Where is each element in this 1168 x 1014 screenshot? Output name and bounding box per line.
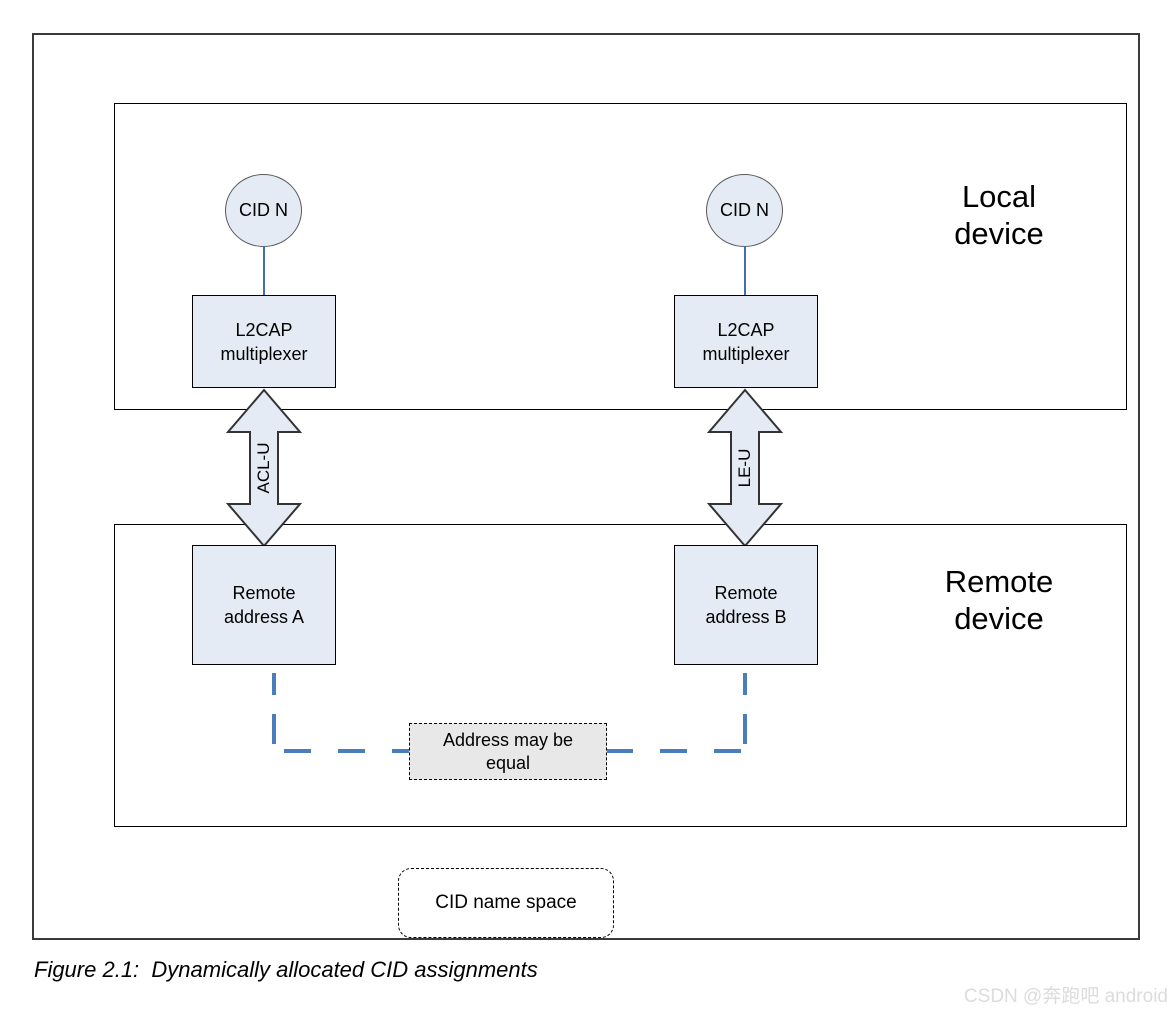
l2cap-multiplexer-right: L2CAP multiplexer [674, 295, 818, 388]
local-device-container [114, 103, 1127, 410]
figure-caption: Figure 2.1: Dynamically allocated CID as… [34, 957, 538, 982]
cid-name-space-legend: CID name space [398, 868, 614, 938]
remote-device-container [114, 524, 1127, 827]
remote-address-b-box: Remote address B [674, 545, 818, 665]
figure-outer-frame: Local device Remote device CID N L2CAP m… [32, 33, 1140, 940]
le-u-label: LE-U [735, 448, 754, 488]
equality-connector-segment-a2 [272, 714, 276, 744]
equality-connector-segment-a1 [272, 673, 276, 695]
cid-to-multiplexer-connector-left [263, 246, 265, 297]
equality-connector-segment-b2 [743, 714, 747, 744]
cid-to-multiplexer-connector-right [744, 246, 746, 297]
equality-connector-segment-b1 [743, 673, 747, 695]
local-device-label: Local device [954, 179, 1044, 251]
cid-node-left: CID N [225, 174, 302, 247]
address-equality-note: Address may be equal [409, 723, 607, 780]
remote-address-a-box: Remote address A [192, 545, 336, 665]
remote-device-label: Remote device [944, 564, 1054, 636]
l2cap-multiplexer-left: L2CAP multiplexer [192, 295, 336, 388]
equality-connector-horizontal-left [284, 749, 410, 753]
cid-node-right: CID N [706, 174, 783, 247]
csdn-watermark: CSDN @奔跑吧 android [963, 986, 1168, 1007]
acl-u-label: ACL-U [254, 442, 273, 494]
equality-connector-horizontal-right [606, 749, 744, 753]
